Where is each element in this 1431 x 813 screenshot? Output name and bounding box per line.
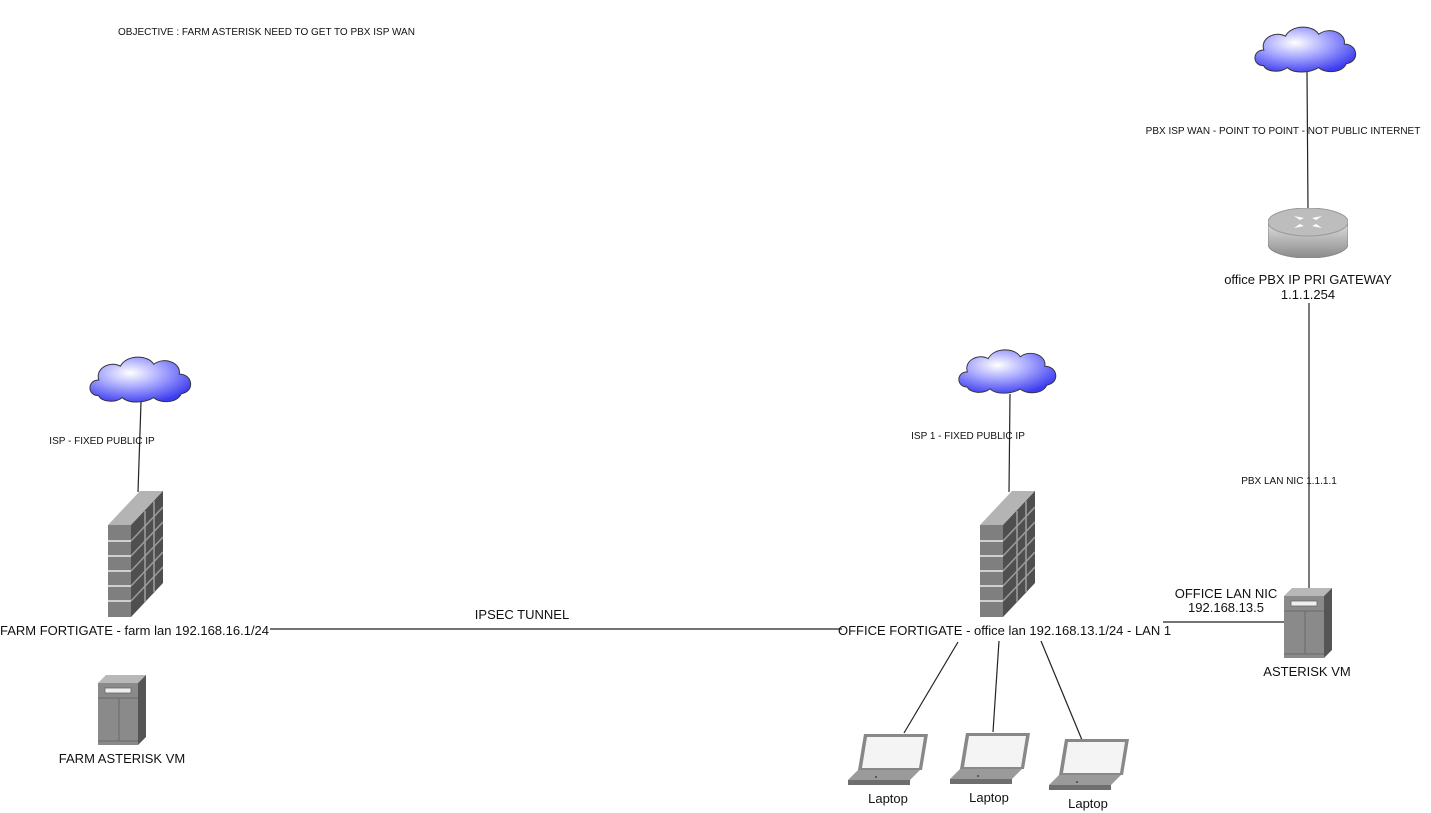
office-isp-cloud-icon	[958, 349, 1057, 394]
farm-firewall-icon	[108, 491, 163, 617]
office-lan-nic-label: OFFICE LAN NIC	[1175, 586, 1278, 601]
office-firewall-icon	[980, 491, 1035, 617]
office-isp-label: ISP 1 - FIXED PUBLIC IP	[911, 431, 1025, 442]
laptop-label-1: Laptop	[868, 791, 908, 806]
laptop-link-2	[992, 640, 1000, 733]
farm-asterisk-vm-label: FARM ASTERISK VM	[59, 751, 185, 766]
farm-isp-label: ISP - FIXED PUBLIC IP	[49, 436, 155, 447]
farm-firewall-label: FARM FORTIGATE - farm lan 192.168.16.1/2…	[0, 623, 269, 638]
asterisk-server-icon	[1284, 588, 1332, 658]
laptop-link-3	[1040, 640, 1083, 741]
pbx-isp-cloud-icon	[1254, 26, 1357, 73]
farm-isp-link	[137, 401, 142, 493]
farm-isp-cloud-icon	[89, 356, 192, 403]
farm-asterisk-server-icon	[98, 675, 146, 745]
laptop-label-2: Laptop	[969, 790, 1009, 805]
office-firewall-label: OFFICE FORTIGATE - office lan 192.168.13…	[838, 623, 1171, 638]
laptop-label-3: Laptop	[1068, 796, 1108, 811]
pbx-gateway-router-icon	[1268, 208, 1348, 258]
office-isp-link	[1008, 393, 1011, 493]
office-lan-nic-ip: 192.168.13.5	[1188, 600, 1264, 615]
laptop-icon-2	[950, 733, 1030, 784]
objective-text: OBJECTIVE : FARM ASTERISK NEED TO GET TO…	[118, 27, 415, 38]
laptop-icon-1	[848, 734, 928, 785]
laptop-icon-3	[1049, 739, 1129, 790]
gateway-ip: 1.1.1.254	[1281, 287, 1335, 302]
laptop-link-1	[903, 641, 959, 734]
ipsec-tunnel-label: IPSEC TUNNEL	[475, 607, 569, 622]
pbx-wan-link	[1306, 71, 1309, 211]
asterisk-vm-label: ASTERISK VM	[1263, 664, 1350, 679]
gateway-label: office PBX IP PRI GATEWAY	[1224, 272, 1392, 287]
pbx-lan-nic-label: PBX LAN NIC 1.1.1.1	[1241, 476, 1337, 487]
pbx-wan-label: PBX ISP WAN - POINT TO POINT - NOT PUBLI…	[1146, 126, 1421, 137]
